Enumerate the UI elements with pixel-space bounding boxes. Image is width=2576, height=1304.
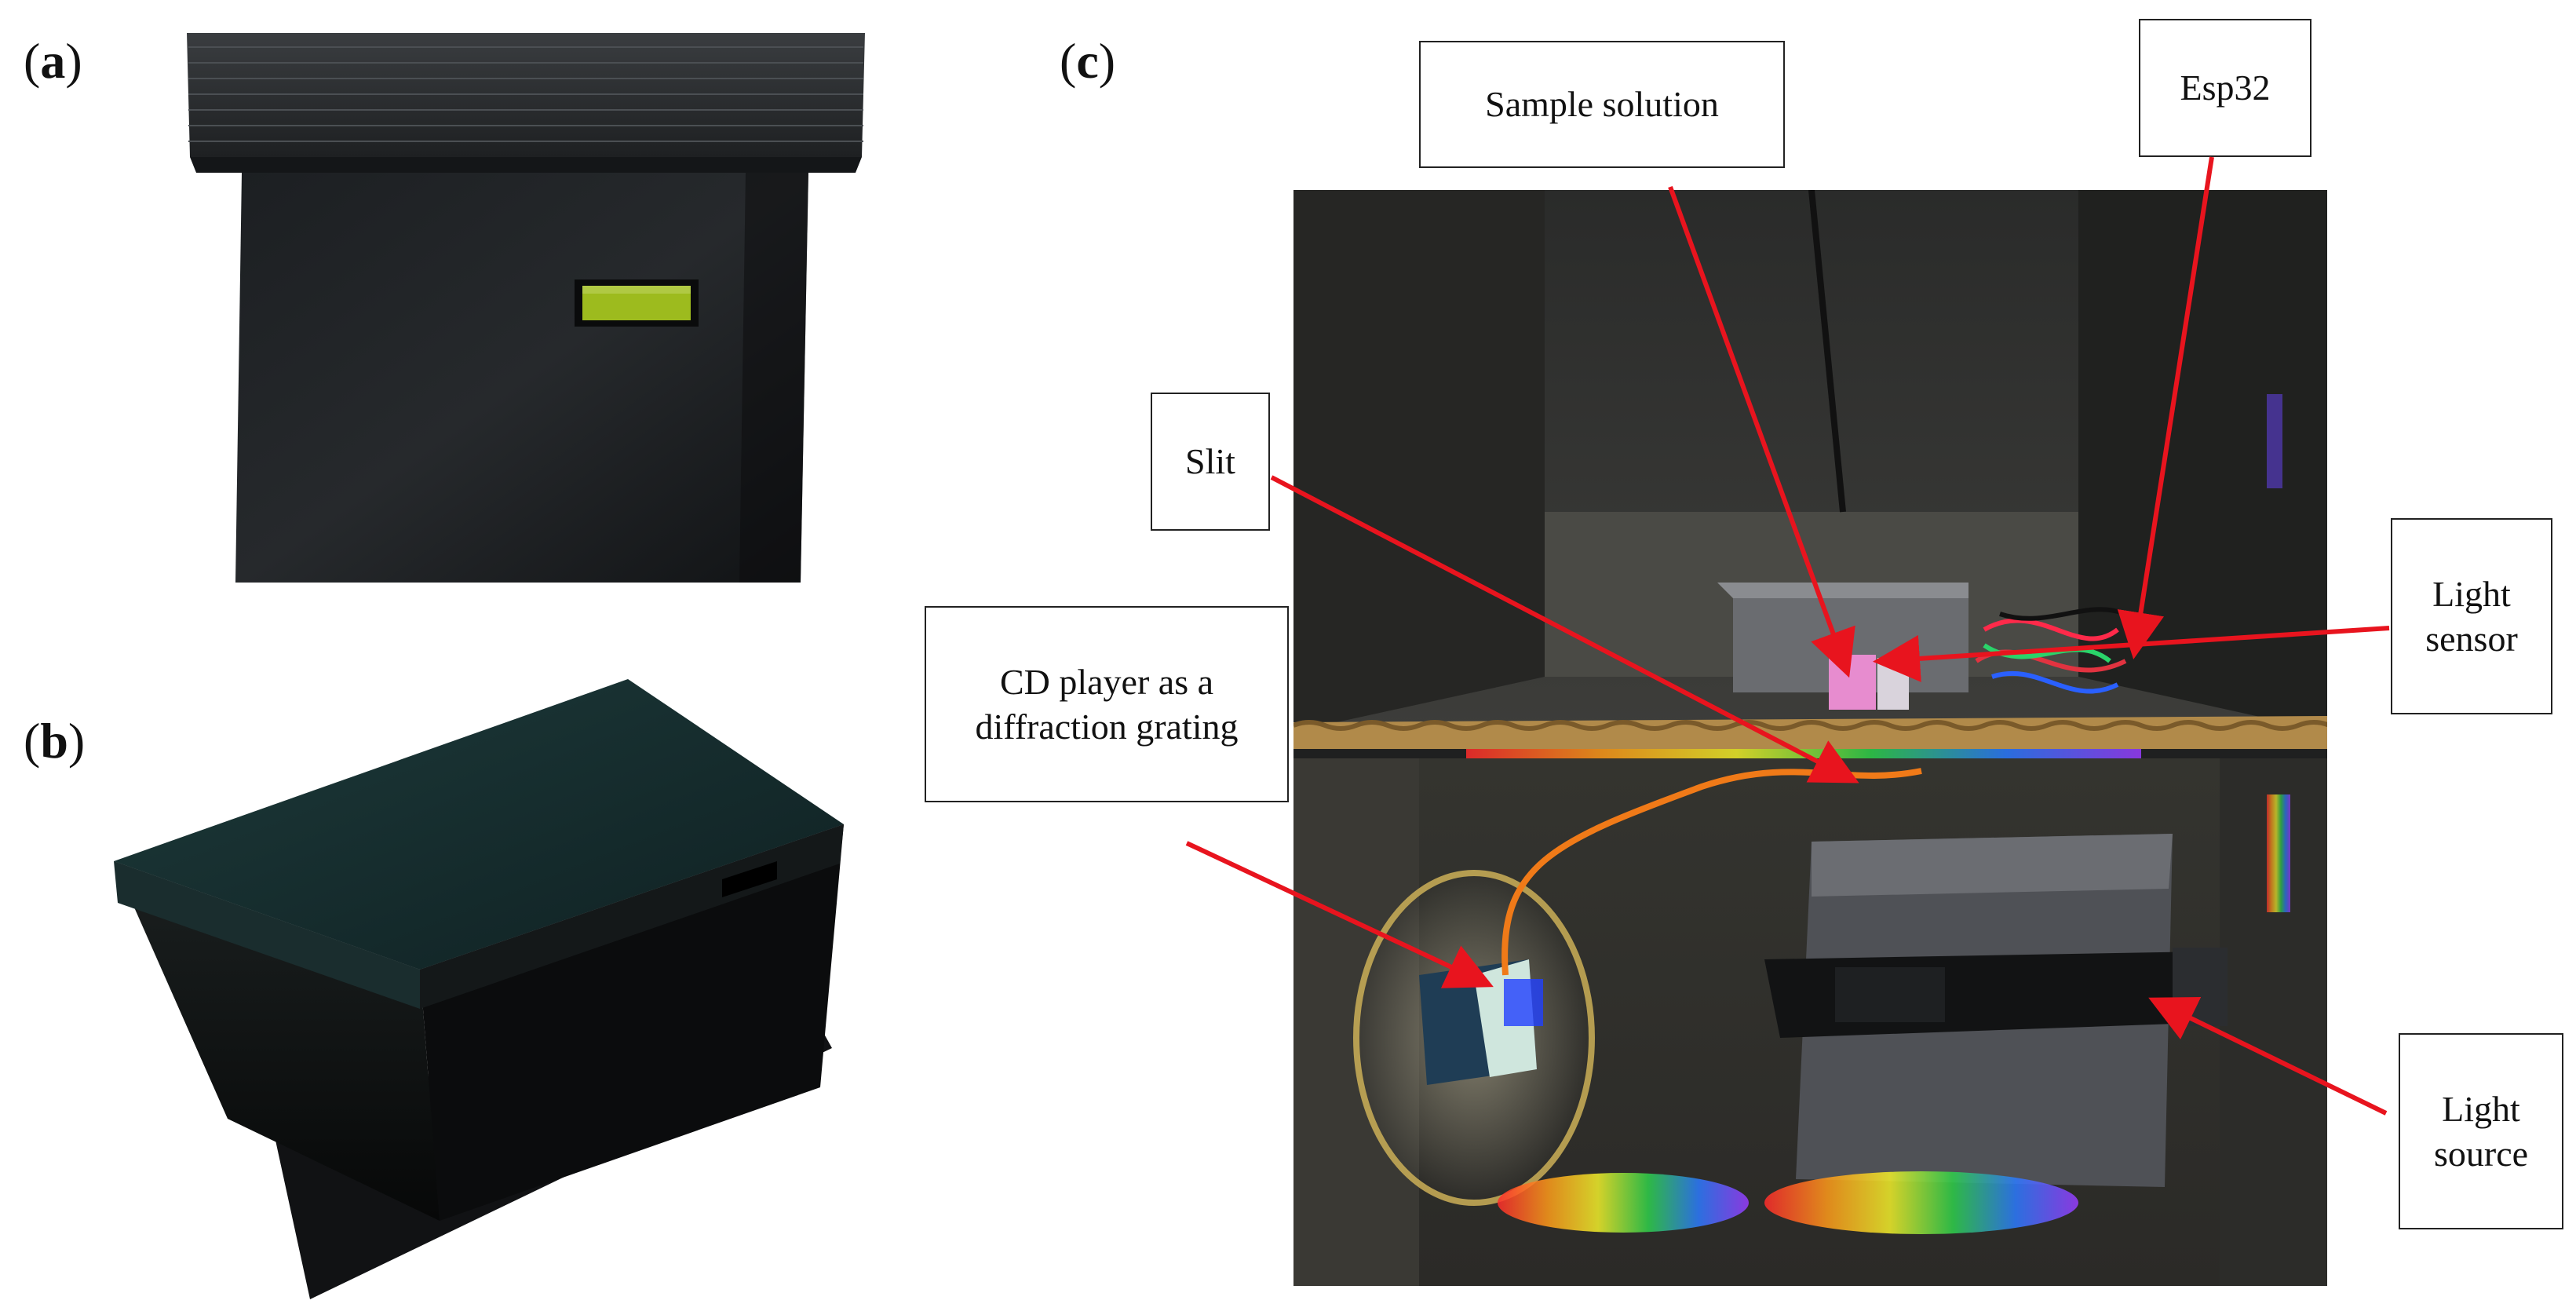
photo-a-box-front (181, 24, 871, 597)
callout-esp32: Esp32 (2139, 19, 2311, 157)
photo-b-box-perspective (110, 679, 895, 1299)
arrow-light-sensor (1873, 626, 2390, 682)
panel-label-b: (b) (24, 713, 86, 769)
callout-sample-solution: Sample solution (1419, 41, 1785, 168)
arrow-sample-solution (1668, 185, 1855, 678)
callout-cd-player: CD player as a diffraction grating (925, 606, 1289, 802)
arrow-slit (1270, 475, 1859, 783)
panel-label-a: (a) (24, 33, 82, 89)
callout-light-source: Light source (2399, 1033, 2563, 1229)
arrow-esp32 (2117, 156, 2214, 659)
callout-light-sensor: Light sensor (2391, 518, 2552, 714)
callout-slit: Slit (1151, 393, 1270, 531)
arrow-cd-player (1185, 841, 1494, 988)
photo-c-box-interior (1293, 190, 2327, 1286)
panel-label-c: (c) (1060, 33, 1116, 89)
arrow-light-source (2148, 997, 2388, 1116)
